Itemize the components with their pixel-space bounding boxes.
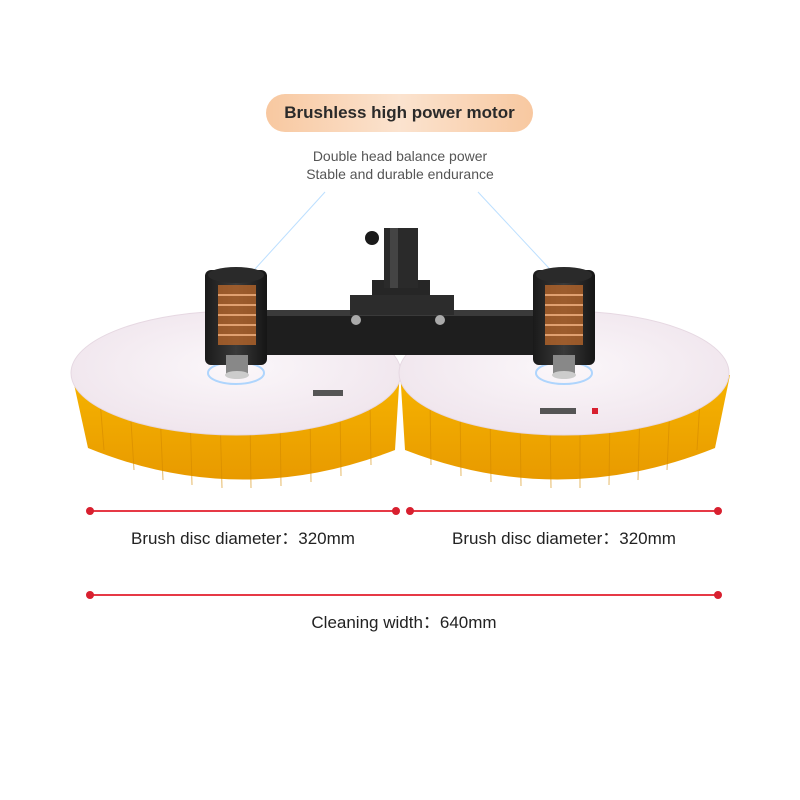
feature-line-2: Stable and durable endurance: [306, 166, 494, 182]
dimension-dot: [86, 507, 94, 515]
feature-line-1: Double head balance power: [312, 148, 488, 164]
left-disc-dimension-line: [90, 510, 396, 512]
dimension-dot: [86, 591, 94, 599]
frame-bar: [210, 228, 590, 355]
dimension-dot: [714, 507, 722, 515]
dimension-dot: [714, 591, 722, 599]
dimension-dot: [392, 507, 400, 515]
left-motor: [205, 267, 267, 379]
motor-badge: Brushless high power motor: [266, 94, 533, 132]
dimension-dot: [406, 507, 414, 515]
cleaning-width-label: Cleaning width：640mm: [311, 613, 497, 632]
right-disc-diameter-label: Brush disc diameter：320mm: [452, 529, 676, 548]
right-disc-dimension-line: [410, 510, 718, 512]
right-motor: [533, 267, 595, 379]
callout-lines: [244, 191, 561, 281]
cleaning-width-dimension-line: [90, 594, 718, 596]
left-disc-diameter-label: Brush disc diameter：320mm: [131, 529, 355, 548]
